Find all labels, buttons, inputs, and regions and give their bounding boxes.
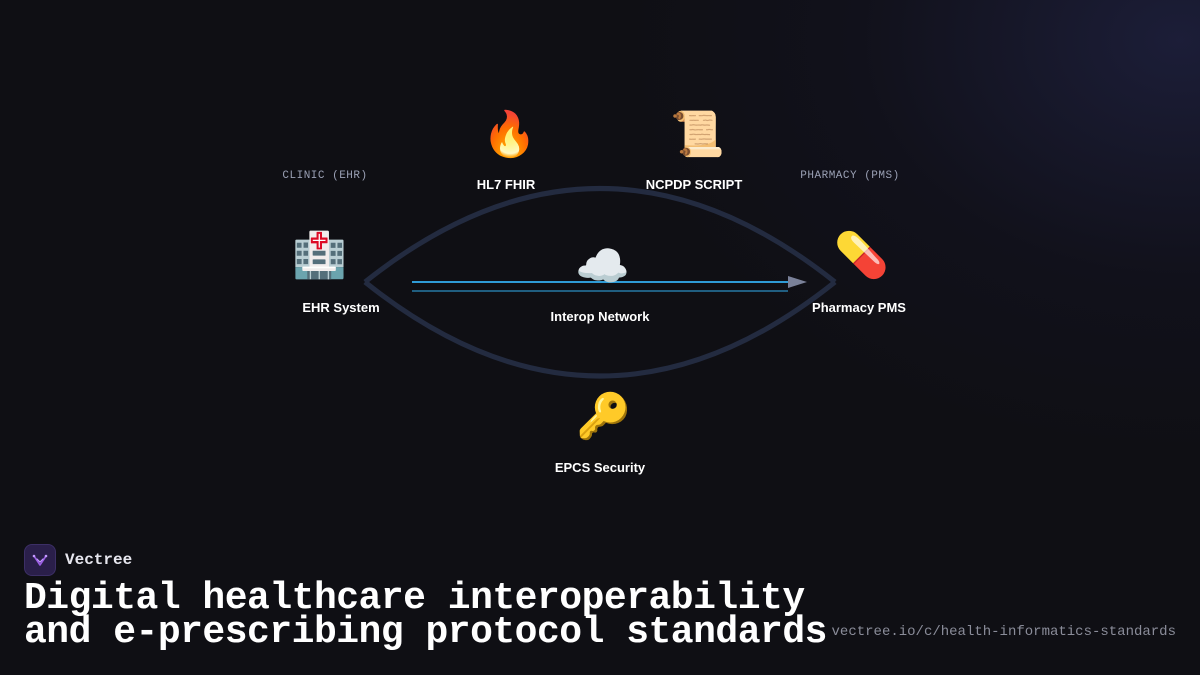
vectree-logo-icon [24, 544, 56, 576]
node-label-pms: Pharmacy PMS [812, 300, 906, 315]
title-line-2: and e-prescribing protocol standards [24, 611, 827, 654]
hospital-icon: 🏥 [292, 230, 347, 281]
title-line-1: Digital healthcare interoperability [24, 577, 805, 620]
node-label-ncpdp: NCPDP SCRIPT [645, 177, 743, 192]
flow-arrowhead [788, 276, 807, 288]
key-icon: 🔑 [576, 391, 631, 442]
source-url: vectree.io/c/health-informatics-standard… [831, 624, 1176, 640]
group-label-clinic: CLINIC (EHR) [282, 170, 368, 182]
node-label-epcs: EPCS Security [554, 460, 646, 475]
upper-arc [363, 186, 837, 284]
brand-name: Vectree [65, 551, 133, 569]
group-label-pharmacy: PHARMACY (PMS) [800, 170, 900, 182]
node-label-ehr: EHR System [302, 300, 380, 315]
fire-icon: 🔥 [482, 109, 537, 160]
lower-arc [363, 280, 837, 379]
pill-icon: 💊 [834, 230, 889, 281]
page-title: Digital healthcare interoperability and … [24, 577, 827, 654]
scroll-icon: 📜 [670, 109, 725, 160]
brand: Vectree [24, 544, 132, 576]
cloud-icon: ☁️ [575, 241, 630, 292]
node-label-network: Interop Network [550, 309, 650, 324]
node-label-fhir: HL7 FHIR [476, 177, 536, 192]
